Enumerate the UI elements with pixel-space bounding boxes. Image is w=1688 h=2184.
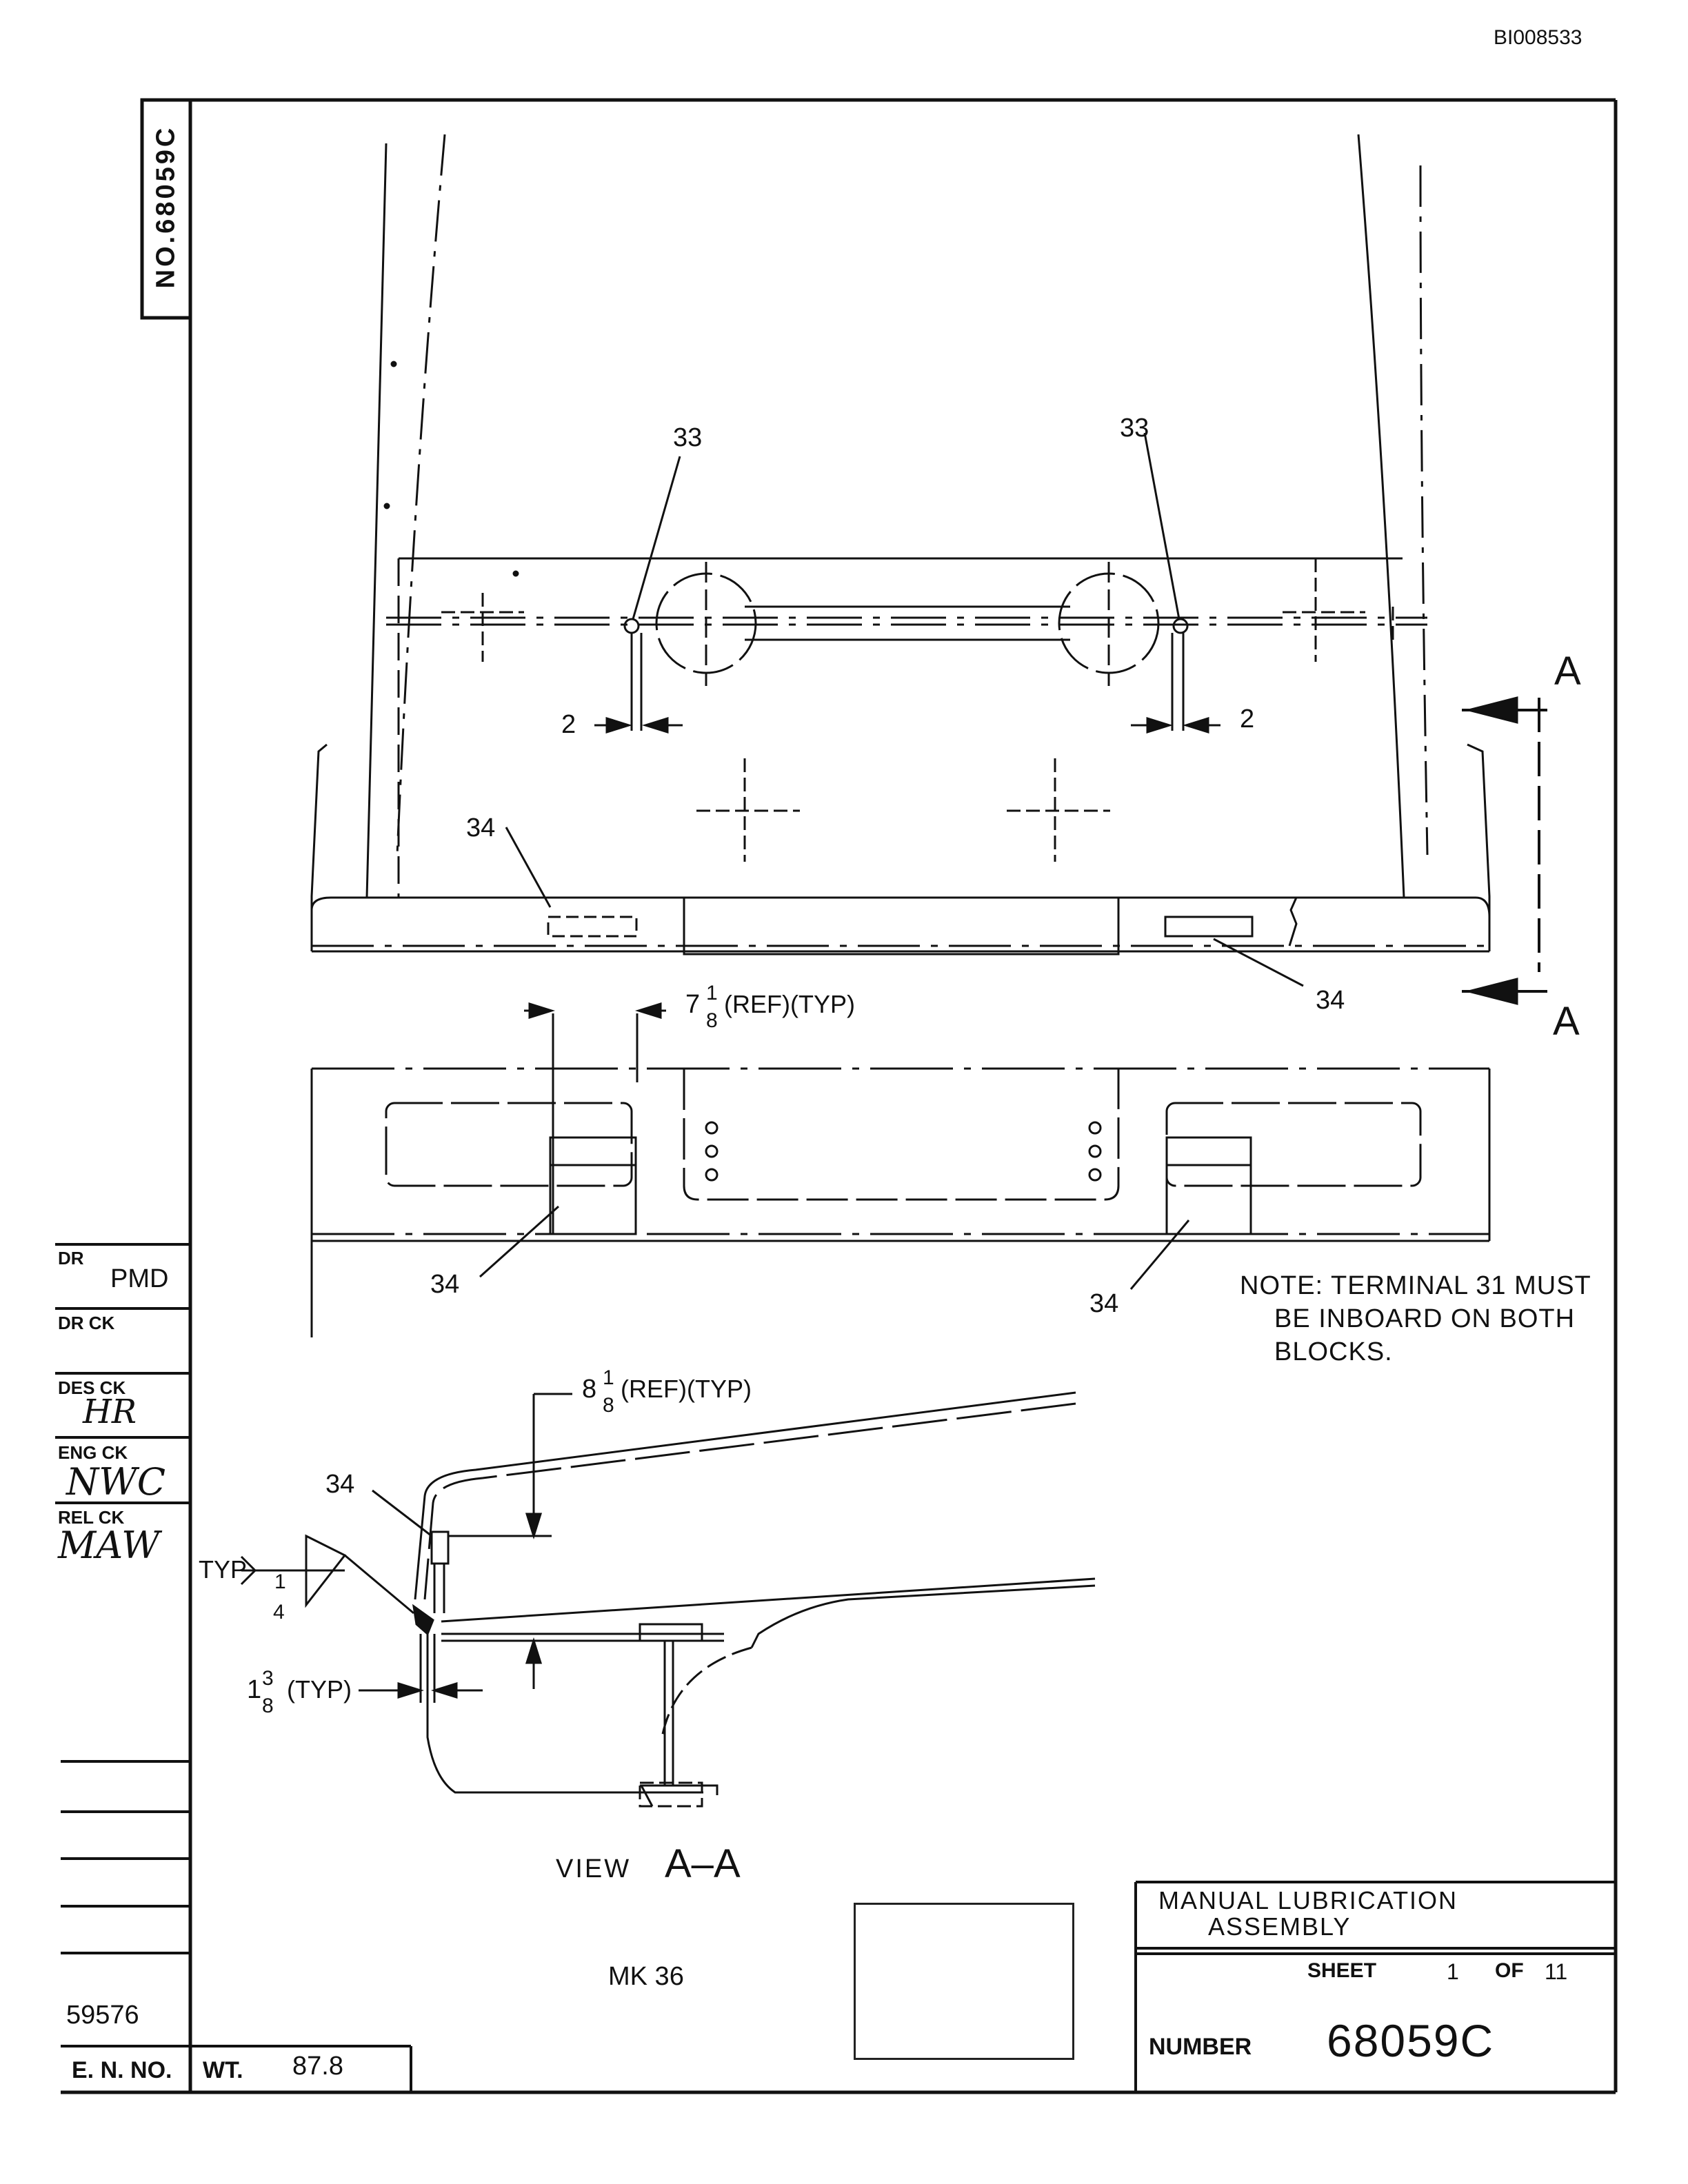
callout-33-left: 33 xyxy=(673,423,703,452)
note-line-2: BE INBOARD ON BOTH xyxy=(1274,1304,1576,1333)
dim-2-right: 2 xyxy=(1240,705,1255,734)
note-line-3: BLOCKS. xyxy=(1274,1337,1393,1366)
front-elevation xyxy=(310,1002,1491,1337)
logo-text: UNIT RIG xyxy=(914,1919,1027,1966)
section-marker-a-top: A xyxy=(1554,649,1581,694)
callout-34-plan-right: 34 xyxy=(1316,986,1345,1015)
en-number-label: E. N. NO. xyxy=(72,2057,172,2083)
note-line-1: NOTE: TERMINAL 31 MUST xyxy=(1240,1271,1591,1300)
dr-value: PMD xyxy=(110,1264,169,1293)
rel-ck-value: MAW xyxy=(58,1524,160,1567)
of-value: 11 xyxy=(1545,1959,1568,1984)
approval-grid xyxy=(55,1243,412,2092)
number-label: NUMBER xyxy=(1149,2034,1252,2060)
view-label-prefix: VIEW xyxy=(556,1854,632,1883)
title-line-1: MANUAL LUBRICATION xyxy=(1158,1886,1458,1914)
view-label-name: A–A xyxy=(665,1841,741,1886)
callout-34-section: 34 xyxy=(325,1470,355,1499)
dr-ck-label: DR CK xyxy=(58,1313,115,1333)
callout-34-front-right: 34 xyxy=(1089,1289,1119,1318)
weld-typ: TYP xyxy=(199,1555,248,1584)
doc-id: BI008533 xyxy=(1494,26,1582,49)
weld-size-num: 1 xyxy=(274,1570,286,1593)
drawing-number-box xyxy=(140,98,192,320)
weld-size-den: 4 xyxy=(273,1601,285,1624)
en-number-value: 59576 xyxy=(66,2001,139,2030)
number-value: 68059C xyxy=(1327,2015,1495,2066)
callout-34-front-left: 34 xyxy=(430,1270,460,1299)
callout-34-plan-left: 34 xyxy=(466,813,496,842)
eng-ck-label: ENG CK xyxy=(58,1442,128,1463)
des-ck-value: HR xyxy=(83,1393,137,1431)
section-view xyxy=(240,1391,1096,1808)
sheet-border xyxy=(61,98,1618,2094)
vertical-drawing-number: NO.68059C xyxy=(151,125,181,289)
callout-33-right: 33 xyxy=(1120,414,1149,443)
rel-ck-label: REL CK xyxy=(58,1507,125,1528)
eng-ck-value: NWC xyxy=(66,1460,166,1504)
sheet-value: 1 xyxy=(1447,1959,1459,1984)
dim-7-1-8: 7 1 8 (REF)(TYP) xyxy=(685,982,855,1032)
dim-2-left: 2 xyxy=(561,710,576,739)
weight-value: 87.8 xyxy=(292,2052,343,2081)
of-label: OF xyxy=(1495,1959,1524,1982)
sheet-label: SHEET xyxy=(1307,1959,1377,1982)
dim-8-1-8: 8 1 8 (REF)(TYP) xyxy=(582,1366,752,1417)
logo-box: UNIT RIG xyxy=(854,1903,1074,2060)
des-ck-label: DES CK xyxy=(58,1377,126,1398)
weight-label: WT. xyxy=(203,2057,243,2083)
title-line-2: ASSEMBLY xyxy=(1208,1912,1352,1941)
dim-1-3-8: 1 3 8 (TYP) xyxy=(247,1667,352,1717)
title-block-lines xyxy=(1134,1881,1616,2092)
dr-label: DR xyxy=(58,1248,84,1268)
model-label: MK 36 xyxy=(608,1962,684,1991)
section-marker-a-bottom: A xyxy=(1553,999,1580,1044)
plan-view xyxy=(310,134,1547,1005)
